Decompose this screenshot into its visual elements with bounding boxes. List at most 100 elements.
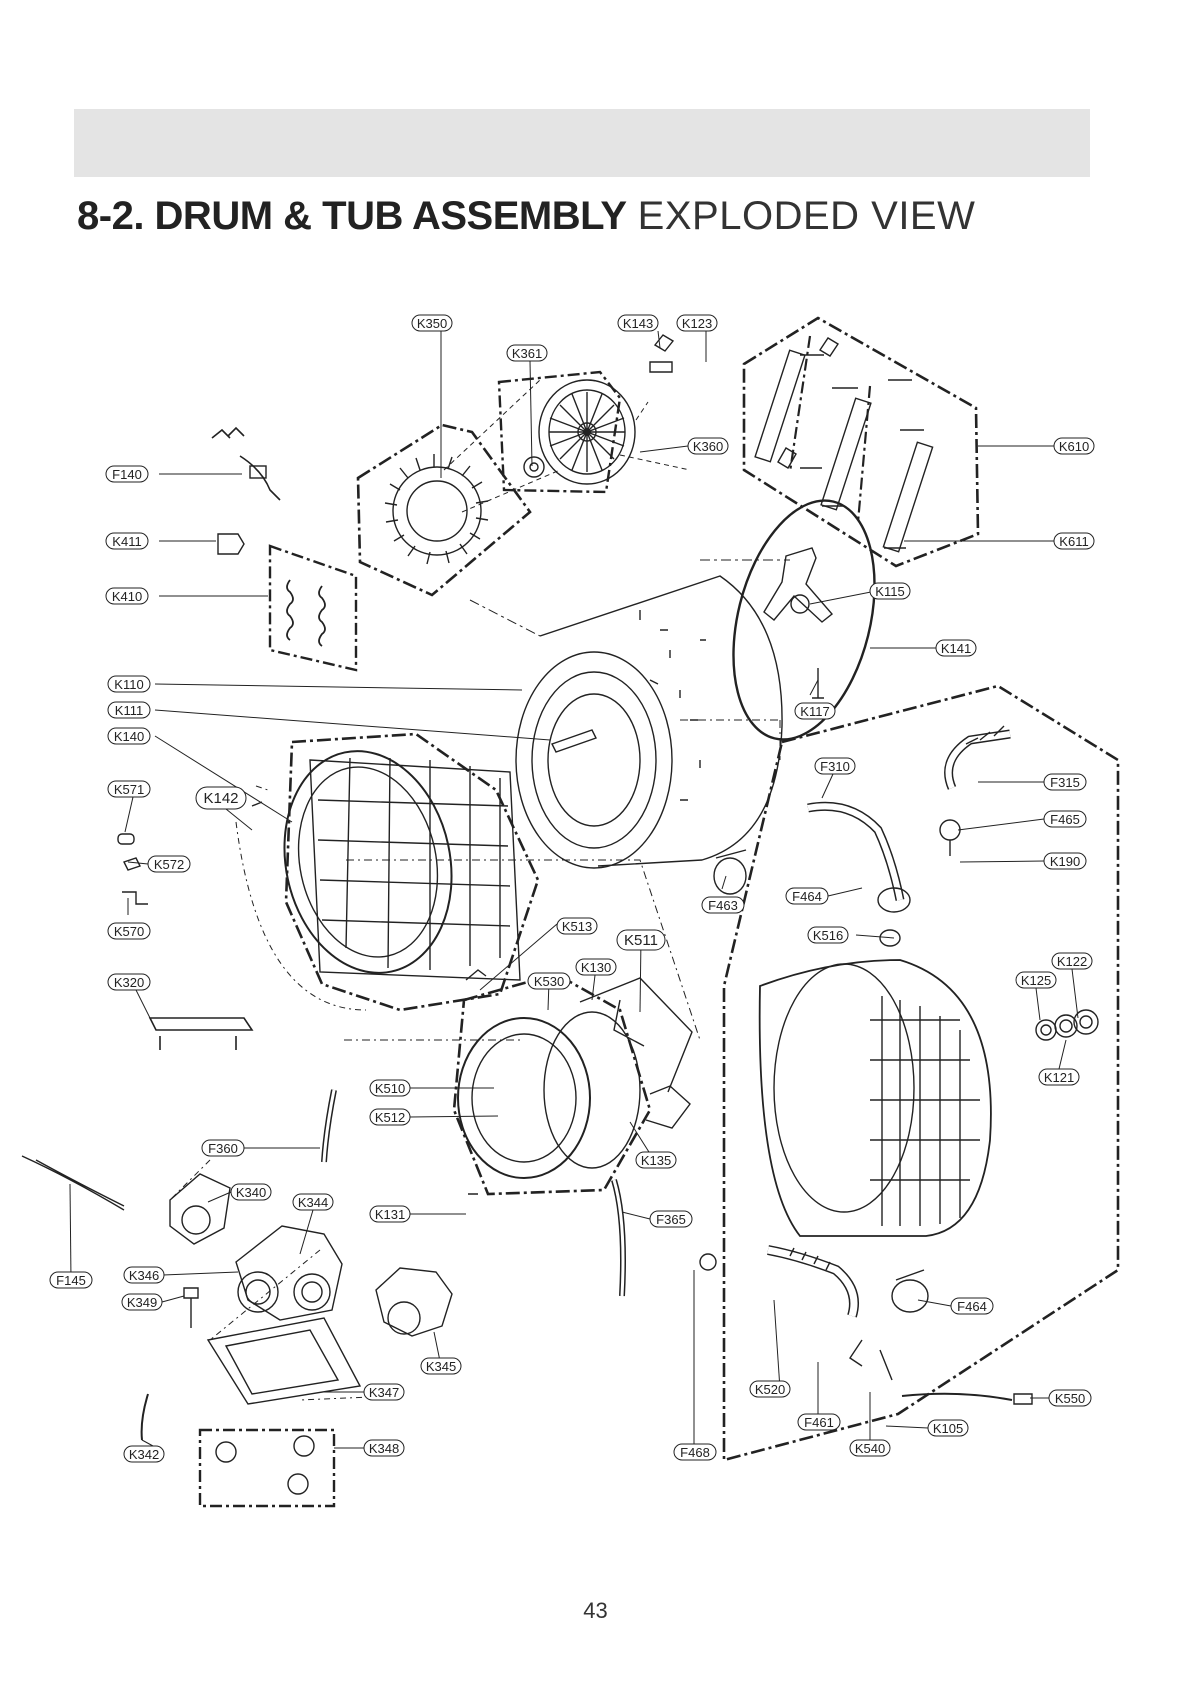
door-gasket-group <box>344 859 701 1196</box>
svg-text:K349: K349 <box>127 1295 157 1310</box>
svg-text:K570: K570 <box>114 924 144 939</box>
callout-F468: F468 <box>673 1443 717 1461</box>
callout-K342: K342 <box>123 1445 165 1463</box>
svg-text:F365: F365 <box>656 1212 686 1227</box>
pump-group <box>140 1159 453 1508</box>
callout-labels: K350 K143 K123 K361 K360 K610 K611 F140 … <box>49 314 1095 1463</box>
svg-text:K130: K130 <box>581 960 611 975</box>
callout-F140: F140 <box>105 465 149 483</box>
callout-K130: K130 <box>575 958 617 976</box>
svg-text:F464: F464 <box>957 1299 987 1314</box>
title-view-type: EXPLODED VIEW <box>637 194 976 238</box>
svg-text:F464: F464 <box>792 889 822 904</box>
callout-F461: F461 <box>797 1413 841 1431</box>
callout-K347: K347 <box>363 1383 405 1401</box>
spider-gasket-group <box>732 499 876 741</box>
svg-text:K348: K348 <box>369 1441 399 1456</box>
motor-stator-group <box>356 334 691 597</box>
svg-text:K610: K610 <box>1059 439 1089 454</box>
svg-text:F145: F145 <box>56 1273 86 1288</box>
title-section-name: 8-2. DRUM & TUB ASSEMBLY <box>77 194 627 238</box>
callout-K117: K117 <box>794 702 836 720</box>
svg-text:K122: K122 <box>1057 954 1087 969</box>
svg-text:K117: K117 <box>800 704 829 719</box>
svg-text:F468: F468 <box>680 1445 710 1460</box>
svg-text:K142: K142 <box>203 790 238 807</box>
page-title: 8-2. DRUM & TUB ASSEMBLY EXPLODED VIEW <box>77 190 975 242</box>
svg-text:K143: K143 <box>623 316 653 331</box>
svg-text:F315: F315 <box>1050 775 1080 790</box>
callout-K345: K345 <box>420 1357 462 1375</box>
svg-text:K344: K344 <box>298 1195 328 1210</box>
svg-text:K611: K611 <box>1059 534 1088 549</box>
callout-K142: K142 <box>195 786 247 810</box>
svg-text:K115: K115 <box>875 584 904 599</box>
svg-text:F140: F140 <box>112 467 142 482</box>
callout-K110: K110 <box>107 675 151 693</box>
callout-F465: F465 <box>1043 810 1087 828</box>
svg-text:F360: F360 <box>208 1141 238 1156</box>
svg-text:K342: K342 <box>129 1447 159 1462</box>
callout-K123: K123 <box>676 314 718 332</box>
callout-K349: K349 <box>121 1293 163 1311</box>
callout-K513: K513 <box>556 917 598 935</box>
svg-text:F463: F463 <box>708 898 738 913</box>
left-parts-group <box>21 426 717 1297</box>
callout-K344: K344 <box>292 1193 334 1211</box>
callout-K141: K141 <box>935 639 977 657</box>
svg-text:K550: K550 <box>1055 1391 1085 1406</box>
callout-F365: F365 <box>649 1210 693 1228</box>
callout-K540: K540 <box>849 1439 891 1457</box>
svg-text:K141: K141 <box>941 641 971 656</box>
callout-F463: F463 <box>701 896 745 914</box>
callout-K135: K135 <box>635 1151 677 1169</box>
svg-text:K140: K140 <box>114 729 144 744</box>
callout-K550: K550 <box>1048 1389 1092 1407</box>
svg-text:K530: K530 <box>534 974 564 989</box>
callout-K320: K320 <box>107 973 151 991</box>
callout-K115: K115 <box>869 582 911 600</box>
callout-K346: K346 <box>123 1266 165 1284</box>
svg-text:K510: K510 <box>375 1081 405 1096</box>
svg-text:K111: K111 <box>115 703 143 718</box>
callout-K511: K511 <box>616 929 666 951</box>
callout-K143: K143 <box>617 314 659 332</box>
svg-text:K346: K346 <box>129 1268 159 1283</box>
svg-text:K511: K511 <box>624 932 658 949</box>
callout-K572: K572 <box>147 855 191 873</box>
page-number: 43 <box>583 1598 608 1623</box>
callout-K510: K510 <box>369 1079 411 1097</box>
callout-K340: K340 <box>230 1183 272 1201</box>
svg-text:K350: K350 <box>417 316 447 331</box>
svg-text:K571: K571 <box>114 782 144 797</box>
drain-hose-group <box>767 1245 1033 1405</box>
callout-K131: K131 <box>369 1205 411 1223</box>
svg-text:K190: K190 <box>1050 854 1080 869</box>
damper-group <box>742 316 980 568</box>
svg-text:K123: K123 <box>682 316 712 331</box>
callout-F145: F145 <box>49 1271 93 1289</box>
callout-K610: K610 <box>1053 437 1095 455</box>
svg-text:F465: F465 <box>1050 812 1080 827</box>
svg-text:K105: K105 <box>933 1421 963 1436</box>
svg-text:K411: K411 <box>112 534 141 549</box>
callout-K360: K360 <box>687 437 729 455</box>
svg-text:K131: K131 <box>375 1207 405 1222</box>
svg-text:K320: K320 <box>114 975 144 990</box>
callout-F464-lower: F464 <box>950 1297 994 1315</box>
callout-K111: K111 <box>107 701 151 719</box>
callout-K121: K121 <box>1038 1068 1080 1086</box>
svg-text:K347: K347 <box>369 1385 399 1400</box>
svg-text:K345: K345 <box>426 1359 456 1374</box>
callout-K512: K512 <box>369 1108 411 1126</box>
callout-F464-upper: F464 <box>785 887 829 905</box>
callout-K105: K105 <box>927 1419 969 1437</box>
tub-rear-group <box>722 684 1120 1462</box>
svg-text:K110: K110 <box>114 677 143 692</box>
callout-K530: K530 <box>527 972 571 990</box>
callout-K140: K140 <box>107 727 151 745</box>
drum-group <box>469 559 790 869</box>
callout-F315: F315 <box>1043 773 1087 791</box>
svg-text:K512: K512 <box>375 1110 405 1125</box>
